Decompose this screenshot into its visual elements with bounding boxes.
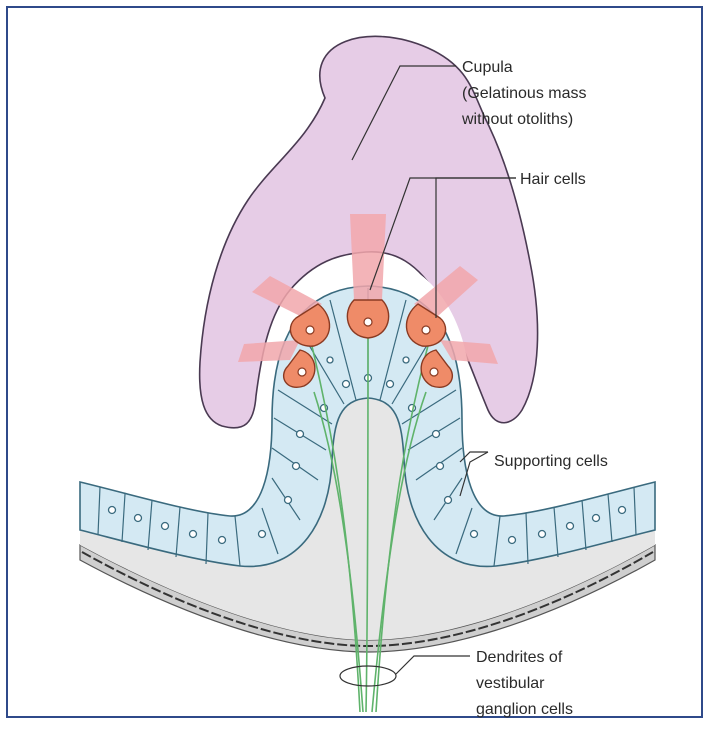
hair-cells-label: Hair cells [520,171,586,188]
cupula-description-line1: (Gelatinous mass [462,85,587,102]
supporting-cells-label: Supporting cells [494,453,608,470]
dendrites-label-line3: ganglion cells [476,701,573,718]
cupula-label: Cupula [462,59,513,76]
nerve-bundle-ring [340,666,396,686]
dendrites-label-line2: vestibular [476,675,545,692]
dendrites-label-line1: Dendrites of [476,649,563,666]
cupula-description-line2: without otoliths) [461,111,573,128]
